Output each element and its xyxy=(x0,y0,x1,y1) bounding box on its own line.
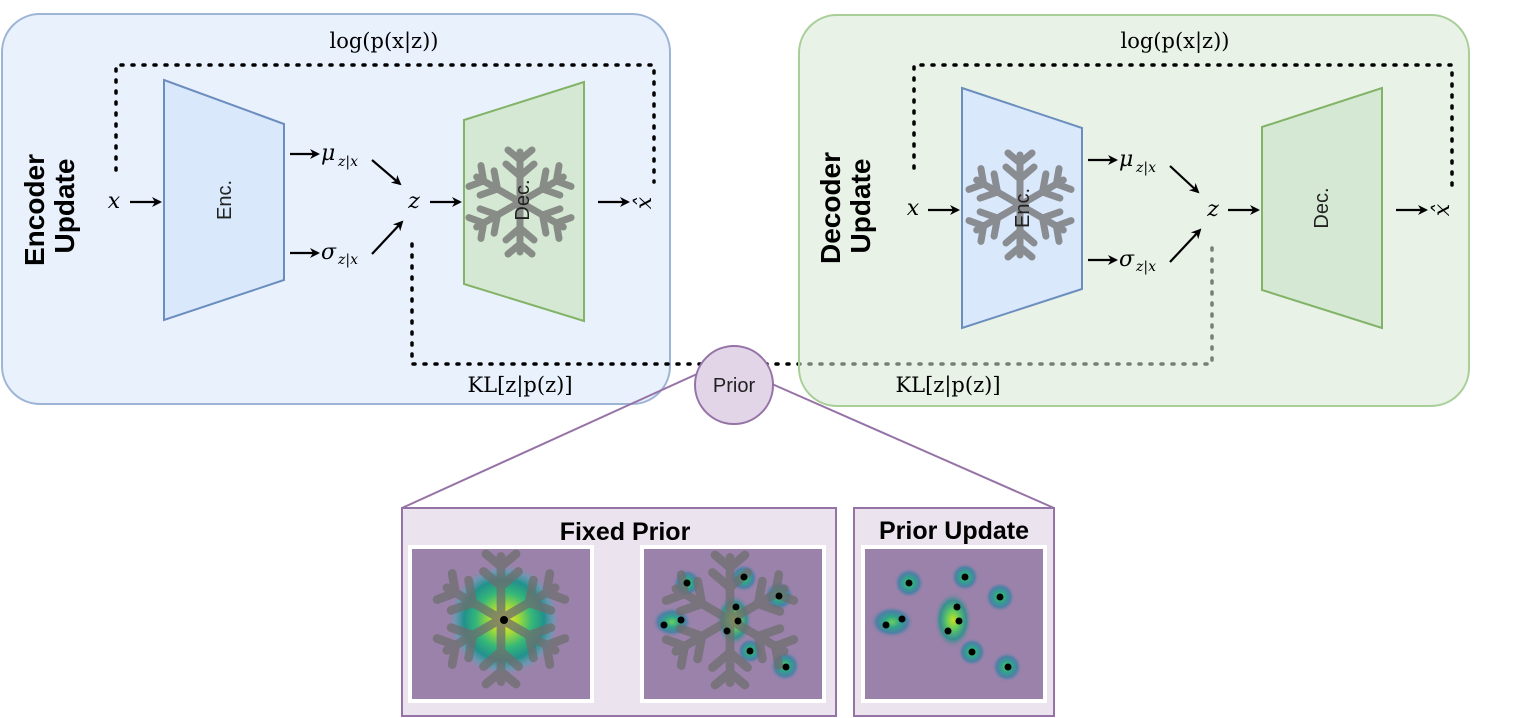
arrow-mu-z xyxy=(371,159,402,186)
encoder-update-label-1: Encoder xyxy=(19,154,50,266)
mu-symbol: μ xyxy=(321,141,335,166)
decoder-update-label-2: Update xyxy=(845,159,876,254)
decoder-block xyxy=(1261,86,1383,330)
fixed-prior-title: Fixed Prior xyxy=(560,518,691,546)
prior-label: Prior xyxy=(713,375,756,397)
arrow-sigma-z xyxy=(371,220,404,255)
sample-point xyxy=(500,616,508,624)
sample-points-2 xyxy=(660,573,790,671)
encoder-label-2: Enc. xyxy=(1012,188,1034,228)
decoder-update-label-1: Decoder xyxy=(815,152,846,264)
mu-subscript: z|x xyxy=(337,154,358,170)
latent-z-2: z xyxy=(1206,197,1219,222)
encoder-block xyxy=(163,78,285,322)
decoder-label-2: Dec. xyxy=(1311,187,1333,228)
sigma-symbol-2: σ xyxy=(1119,247,1135,272)
prior-update-title: Prior Update xyxy=(879,517,1029,545)
kl-loss-label-2: KL[z|p(z)] xyxy=(895,373,1000,398)
recon-loss-path-2 xyxy=(912,63,1454,190)
recon-loss-path xyxy=(114,63,656,184)
zoom-line-left xyxy=(401,373,698,509)
recon-loss-label: log(p(x|z)) xyxy=(330,29,439,54)
sigma-symbol: σ xyxy=(321,240,337,265)
latent-z: z xyxy=(407,189,420,214)
mu-symbol-2: μ xyxy=(1119,147,1133,172)
decoder-label: Dec. xyxy=(512,179,534,220)
encoder-update-label-2: Update xyxy=(49,159,80,254)
prior-node xyxy=(694,345,774,425)
mu-subscript-2: z|x xyxy=(1135,160,1156,176)
encoder-label: Enc. xyxy=(214,180,236,220)
recon-loss-label-2: log(p(x|z)) xyxy=(1121,29,1230,54)
arrow-mu-z-2 xyxy=(1169,165,1200,194)
sigma-subscript: z|x xyxy=(337,252,358,268)
output-xhat: x̂ xyxy=(632,196,657,209)
input-x-2: x xyxy=(907,196,920,221)
input-x: x xyxy=(108,189,121,214)
zoom-line-right xyxy=(771,383,1055,509)
arrow-sigma-z-2 xyxy=(1169,228,1202,263)
output-xhat-2: x̂ xyxy=(1430,203,1455,216)
sigma-subscript-2: z|x xyxy=(1135,259,1156,275)
sample-points-3 xyxy=(882,573,1012,671)
kl-loss-label: KL[z|p(z)] xyxy=(467,373,572,398)
